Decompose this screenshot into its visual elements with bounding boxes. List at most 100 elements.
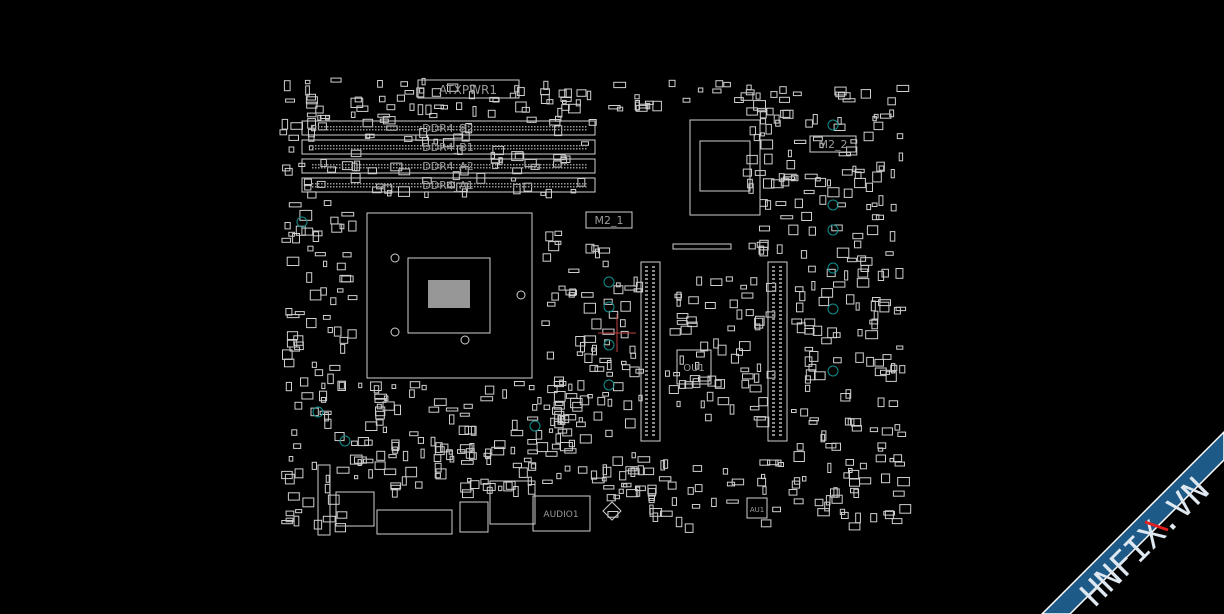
dimm-pin bbox=[465, 148, 467, 150]
smd-component bbox=[568, 268, 580, 274]
smd-component bbox=[449, 414, 455, 425]
audio-jack[interactable] bbox=[532, 495, 591, 532]
smd-component bbox=[315, 105, 324, 114]
dimm-pin bbox=[465, 164, 467, 166]
dimm-pin bbox=[573, 148, 575, 150]
chipset[interactable] bbox=[689, 119, 761, 216]
dimm-pin bbox=[450, 167, 452, 169]
dimm-pin bbox=[339, 129, 341, 131]
smd-component bbox=[831, 494, 843, 504]
dimm-slot-a2[interactable]: DDR4_A2 bbox=[301, 158, 596, 174]
smd-component bbox=[851, 425, 862, 432]
dimm-pin bbox=[549, 148, 551, 150]
pcie-pin bbox=[645, 346, 648, 348]
dimm-pin bbox=[552, 129, 554, 131]
pcie-pin bbox=[645, 366, 648, 368]
smd-component bbox=[486, 456, 492, 465]
smd-component bbox=[866, 204, 872, 211]
smd-component bbox=[540, 88, 550, 96]
pcie-slot-1[interactable] bbox=[640, 261, 661, 442]
smd-component bbox=[581, 292, 594, 298]
dimm-pin bbox=[552, 167, 554, 169]
audio-label: AUDIO1 bbox=[543, 510, 578, 520]
smd-component bbox=[726, 499, 739, 504]
smd-component bbox=[765, 200, 772, 210]
smd-component bbox=[306, 272, 313, 283]
smd-component bbox=[817, 508, 830, 517]
dimm-pin bbox=[381, 126, 383, 128]
dimm-pin bbox=[324, 145, 326, 147]
pcie-pin bbox=[652, 290, 655, 292]
dimm-pin bbox=[339, 126, 341, 128]
dimm-pin bbox=[519, 126, 521, 128]
dimm-pin bbox=[330, 145, 332, 147]
smd-component bbox=[607, 398, 613, 407]
dimm-slot-b1[interactable]: DDR4_B1 bbox=[301, 139, 596, 155]
smd-component bbox=[850, 139, 858, 144]
smd-component bbox=[391, 384, 397, 390]
dimm-pin bbox=[435, 183, 437, 185]
dimm-pin bbox=[420, 126, 422, 128]
chip-au1[interactable]: AU1 bbox=[746, 497, 768, 519]
smd-component bbox=[537, 397, 542, 405]
smd-component bbox=[808, 226, 817, 236]
smd-component bbox=[320, 159, 327, 168]
smd-component bbox=[637, 456, 651, 463]
dimm-pin bbox=[468, 145, 470, 147]
dimm-pin bbox=[486, 129, 488, 131]
dimm-pin bbox=[330, 167, 332, 169]
dimm-pin bbox=[474, 167, 476, 169]
smd-component bbox=[766, 282, 777, 292]
smd-component bbox=[434, 462, 442, 473]
smd-component bbox=[553, 391, 566, 402]
smd-component bbox=[545, 451, 558, 457]
pcie-slot-2[interactable] bbox=[767, 261, 788, 442]
dimm-pin bbox=[339, 148, 341, 150]
smd-component bbox=[583, 335, 597, 343]
smd-component bbox=[560, 97, 572, 102]
dimm-pin bbox=[516, 148, 518, 150]
dimm-pin bbox=[492, 126, 494, 128]
smd-component bbox=[405, 466, 418, 478]
dimm-pin bbox=[534, 126, 536, 128]
m2-slot-2[interactable]: M2_2 bbox=[809, 135, 857, 153]
smd-component bbox=[593, 411, 603, 421]
smd-component bbox=[896, 133, 904, 140]
cpu-socket[interactable] bbox=[366, 212, 533, 379]
dimm-pin bbox=[393, 183, 395, 185]
pcie-pin bbox=[645, 286, 648, 288]
pcie-pin bbox=[779, 386, 782, 388]
dimm-pin bbox=[438, 183, 440, 185]
m2-slot-1[interactable]: M2_1 bbox=[585, 211, 633, 229]
pcie-pin bbox=[779, 318, 782, 320]
chip-ou1[interactable]: OU1 bbox=[676, 349, 712, 385]
pcie-pin bbox=[772, 358, 775, 360]
dimm-pin bbox=[462, 164, 464, 166]
smd-component bbox=[425, 104, 432, 115]
dimm-pin bbox=[312, 183, 314, 185]
smd-component bbox=[694, 484, 703, 493]
dimm-slot-b2[interactable]: DDR4_B2 bbox=[301, 120, 596, 136]
pcie-pin bbox=[652, 302, 655, 304]
dimm-pin bbox=[534, 183, 536, 185]
dimm-pin bbox=[426, 164, 428, 166]
pcie-pin bbox=[645, 350, 648, 352]
pcie-pin bbox=[652, 434, 655, 436]
smd-component bbox=[602, 466, 612, 478]
pcie-pin bbox=[645, 302, 648, 304]
smd-component bbox=[374, 461, 386, 470]
pcie-pin bbox=[652, 366, 655, 368]
dimm-pin bbox=[525, 145, 527, 147]
dimm-pin bbox=[525, 186, 527, 188]
mounting-hole bbox=[827, 199, 839, 211]
dimm-pin bbox=[567, 183, 569, 185]
dimm-slot-a1[interactable]: DDR4_A1 bbox=[301, 177, 596, 193]
dimm-pin bbox=[525, 164, 527, 166]
atx-power-connector[interactable]: ATXPWR1 bbox=[417, 79, 520, 99]
dimm-pin bbox=[432, 145, 434, 147]
smd-component bbox=[281, 237, 292, 243]
smd-component bbox=[324, 483, 331, 494]
smd-component bbox=[800, 250, 808, 259]
smd-component bbox=[684, 381, 693, 389]
